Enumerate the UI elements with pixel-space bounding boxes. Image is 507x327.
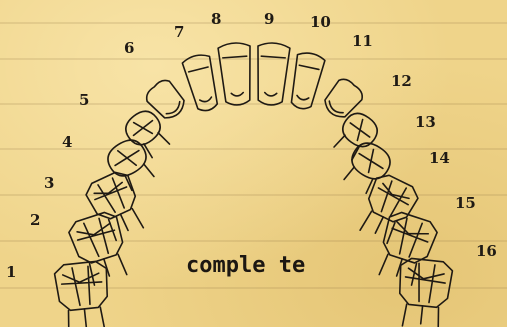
tooth-number-10: 10 [310, 13, 331, 31]
tooth-root [344, 166, 375, 193]
tooth-11 [320, 75, 366, 122]
tooth-number-9: 9 [264, 10, 274, 28]
tooth-crown [143, 77, 190, 124]
tooth-detail [259, 56, 286, 97]
tooth-number-4: 4 [62, 133, 72, 151]
tooth-number-2: 2 [30, 211, 40, 229]
tooth-16 [394, 257, 453, 327]
tooth-number-15: 15 [455, 194, 476, 212]
tooth-detail [327, 101, 343, 116]
tooth-crown [320, 75, 366, 122]
tooth-number-16: 16 [476, 242, 497, 260]
tooth-crown [363, 171, 422, 227]
tooth-detail [403, 262, 447, 304]
tooth-number-1: 1 [6, 263, 16, 281]
tooth-number-12: 12 [391, 72, 412, 90]
tooth-number-7: 7 [174, 23, 184, 41]
tooth-crown [378, 209, 439, 266]
tooth-3 [83, 168, 151, 244]
tooth-number-13: 13 [415, 113, 436, 131]
tooth-crown [66, 209, 127, 266]
tooth-8 [218, 42, 254, 106]
tooth-crown [181, 52, 222, 113]
tooth-crown [54, 260, 111, 311]
tooth-number-6: 6 [124, 39, 134, 57]
tooth-number-14: 14 [429, 149, 450, 167]
tooth-1 [54, 260, 113, 327]
tooth-number-11: 11 [352, 32, 373, 50]
tooth-crown [287, 51, 326, 112]
tooth-detail [223, 56, 250, 97]
tooth-detail [73, 215, 120, 261]
tooth-detail [166, 102, 182, 117]
tooth-6 [143, 77, 190, 124]
tooth-7 [181, 52, 222, 113]
tooth-detail [60, 265, 104, 307]
tooth-number-3: 3 [44, 174, 54, 192]
tooth-10 [287, 51, 326, 112]
tooth-number-8: 8 [211, 10, 221, 28]
tooth-number-5: 5 [79, 91, 89, 109]
chart-caption: comple te [186, 253, 305, 278]
tooth-9 [254, 42, 290, 106]
